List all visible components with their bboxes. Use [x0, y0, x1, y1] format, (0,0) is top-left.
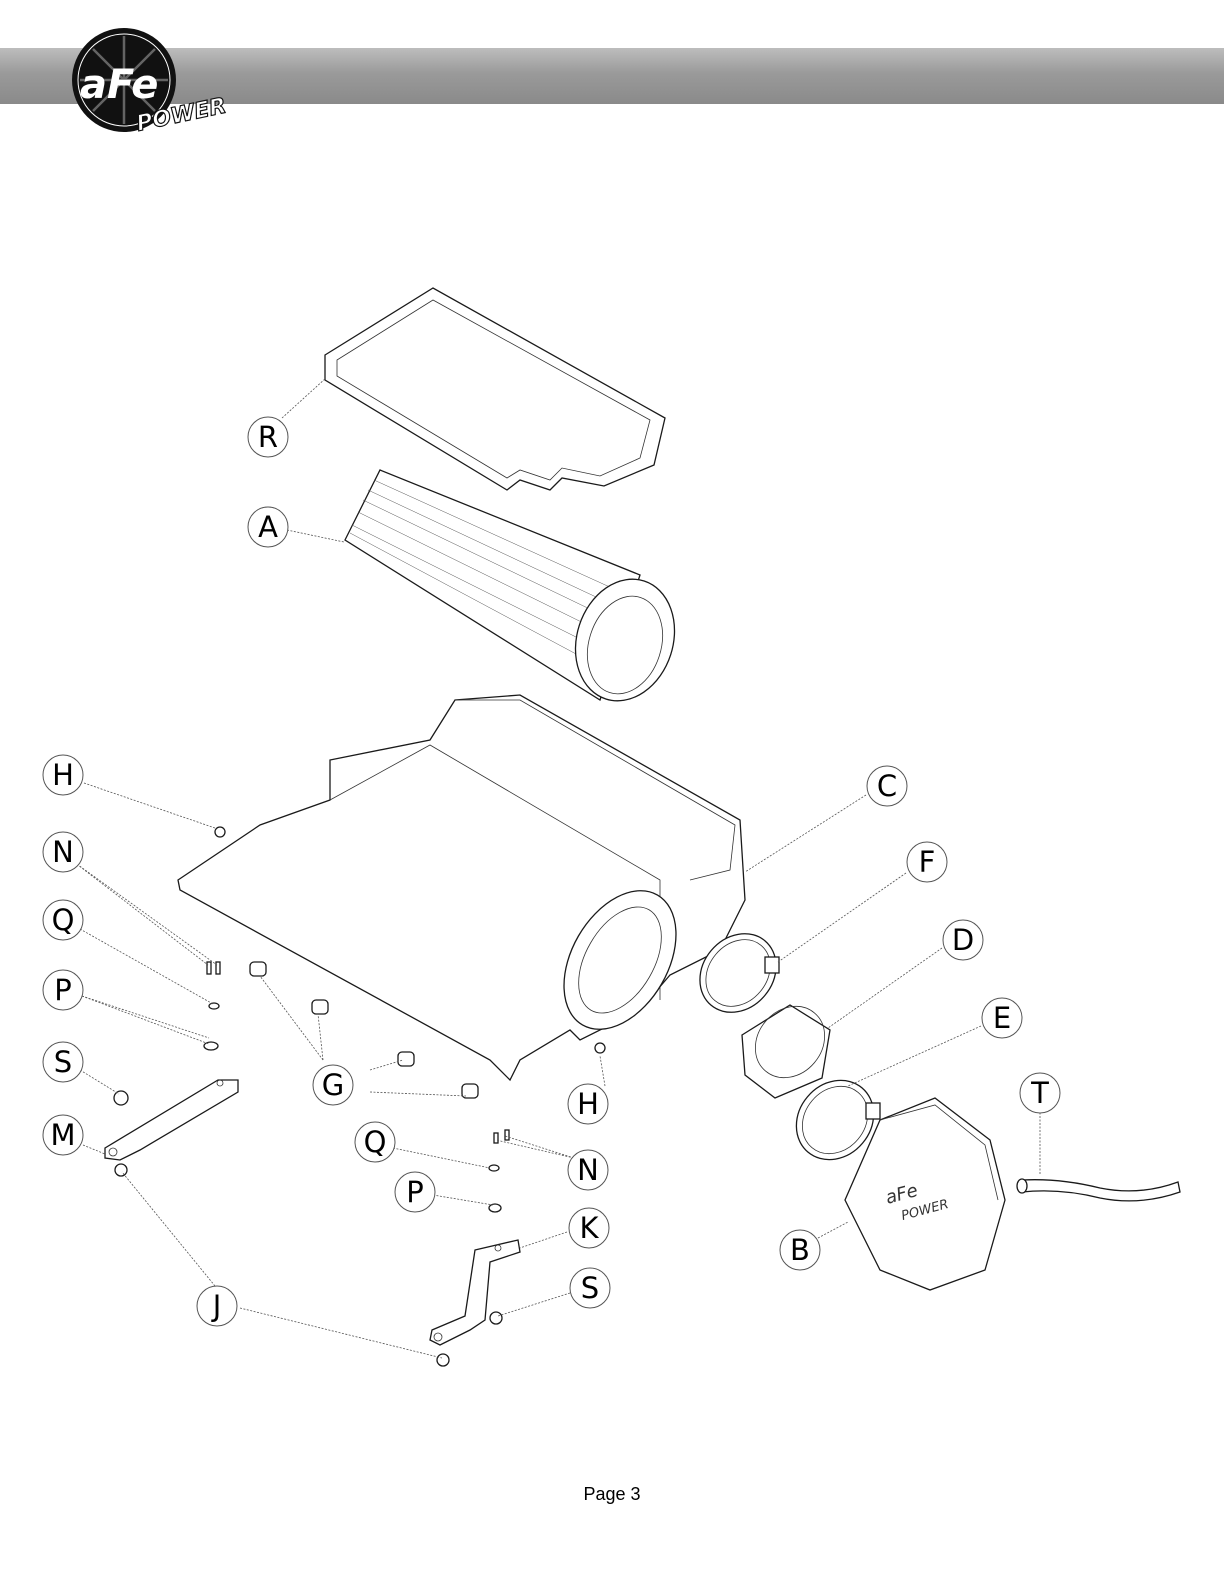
callout-n-top: N: [42, 831, 84, 873]
part-e-clamp: [795, 1079, 881, 1161]
callout-f-label: F: [919, 845, 936, 879]
callout-h-top-label: H: [52, 758, 74, 792]
callout-n-bottom: N: [567, 1149, 609, 1191]
page-number: Page 3: [583, 1484, 641, 1504]
part-b-cover: aFe POWER: [844, 1097, 1006, 1291]
callout-a-label: A: [258, 510, 278, 544]
callout-q-bottom-label: Q: [364, 1125, 387, 1159]
callout-e: E: [981, 997, 1023, 1039]
callout-c: C: [866, 765, 908, 807]
callout-b: B: [779, 1229, 821, 1271]
afe-power-logo: aFe POWER: [72, 28, 229, 134]
callout-g-label: G: [322, 1068, 344, 1102]
callout-s-top-label: S: [54, 1045, 72, 1079]
callout-j: J: [196, 1285, 238, 1327]
part-f-clamp: [699, 933, 780, 1013]
callout-n-top-label: N: [52, 835, 74, 869]
callout-m-label: M: [50, 1118, 75, 1152]
callout-h-bottom-label: H: [577, 1087, 599, 1121]
callout-p-bottom: P: [394, 1171, 436, 1213]
logo-text: aFe: [80, 62, 158, 108]
callout-e-label: E: [993, 1001, 1011, 1035]
part-d-coupler: [741, 1004, 831, 1099]
part-c-housing: [177, 694, 746, 1082]
callout-d: D: [942, 919, 984, 961]
callout-p-top-label: P: [54, 973, 72, 1007]
callout-c-label: C: [877, 769, 897, 803]
callout-s-bottom-label: S: [581, 1271, 599, 1305]
callout-f: F: [906, 841, 948, 883]
callout-s-bottom: S: [569, 1267, 611, 1309]
callout-h-bottom: H: [567, 1083, 609, 1125]
callout-p-top: P: [42, 969, 84, 1011]
callout-j-label: J: [211, 1289, 222, 1323]
callout-b-label: B: [790, 1233, 810, 1267]
part-k-bracket: [429, 1239, 521, 1346]
leader-lines: [73, 377, 1041, 1359]
callout-p-bottom-label: P: [406, 1175, 424, 1209]
callout-r: R: [247, 416, 289, 458]
callout-t: T: [1019, 1072, 1061, 1114]
callout-q-bottom: Q: [354, 1121, 396, 1163]
callout-k-label: K: [579, 1211, 599, 1245]
callout-g: G: [312, 1064, 354, 1106]
part-r-gasket: [324, 287, 666, 491]
callout-q-top-label: Q: [52, 903, 75, 937]
callout-a: A: [247, 506, 289, 548]
part-m-bracket: [104, 1079, 239, 1161]
callout-m: M: [42, 1114, 84, 1156]
callout-n-bottom-label: N: [577, 1153, 599, 1187]
callout-d-label: D: [952, 923, 974, 957]
callout-h-top: H: [42, 754, 84, 796]
callout-q-top: Q: [42, 899, 84, 941]
header-bar: [0, 48, 1224, 104]
part-a-filter: [344, 469, 676, 702]
part-t-hose: [1016, 1178, 1181, 1202]
callout-t-label: T: [1030, 1076, 1049, 1110]
callout-k: K: [568, 1207, 610, 1249]
callout-r-label: R: [258, 420, 278, 454]
part-hardware: [113, 826, 606, 1367]
callout-s-top: S: [42, 1041, 84, 1083]
